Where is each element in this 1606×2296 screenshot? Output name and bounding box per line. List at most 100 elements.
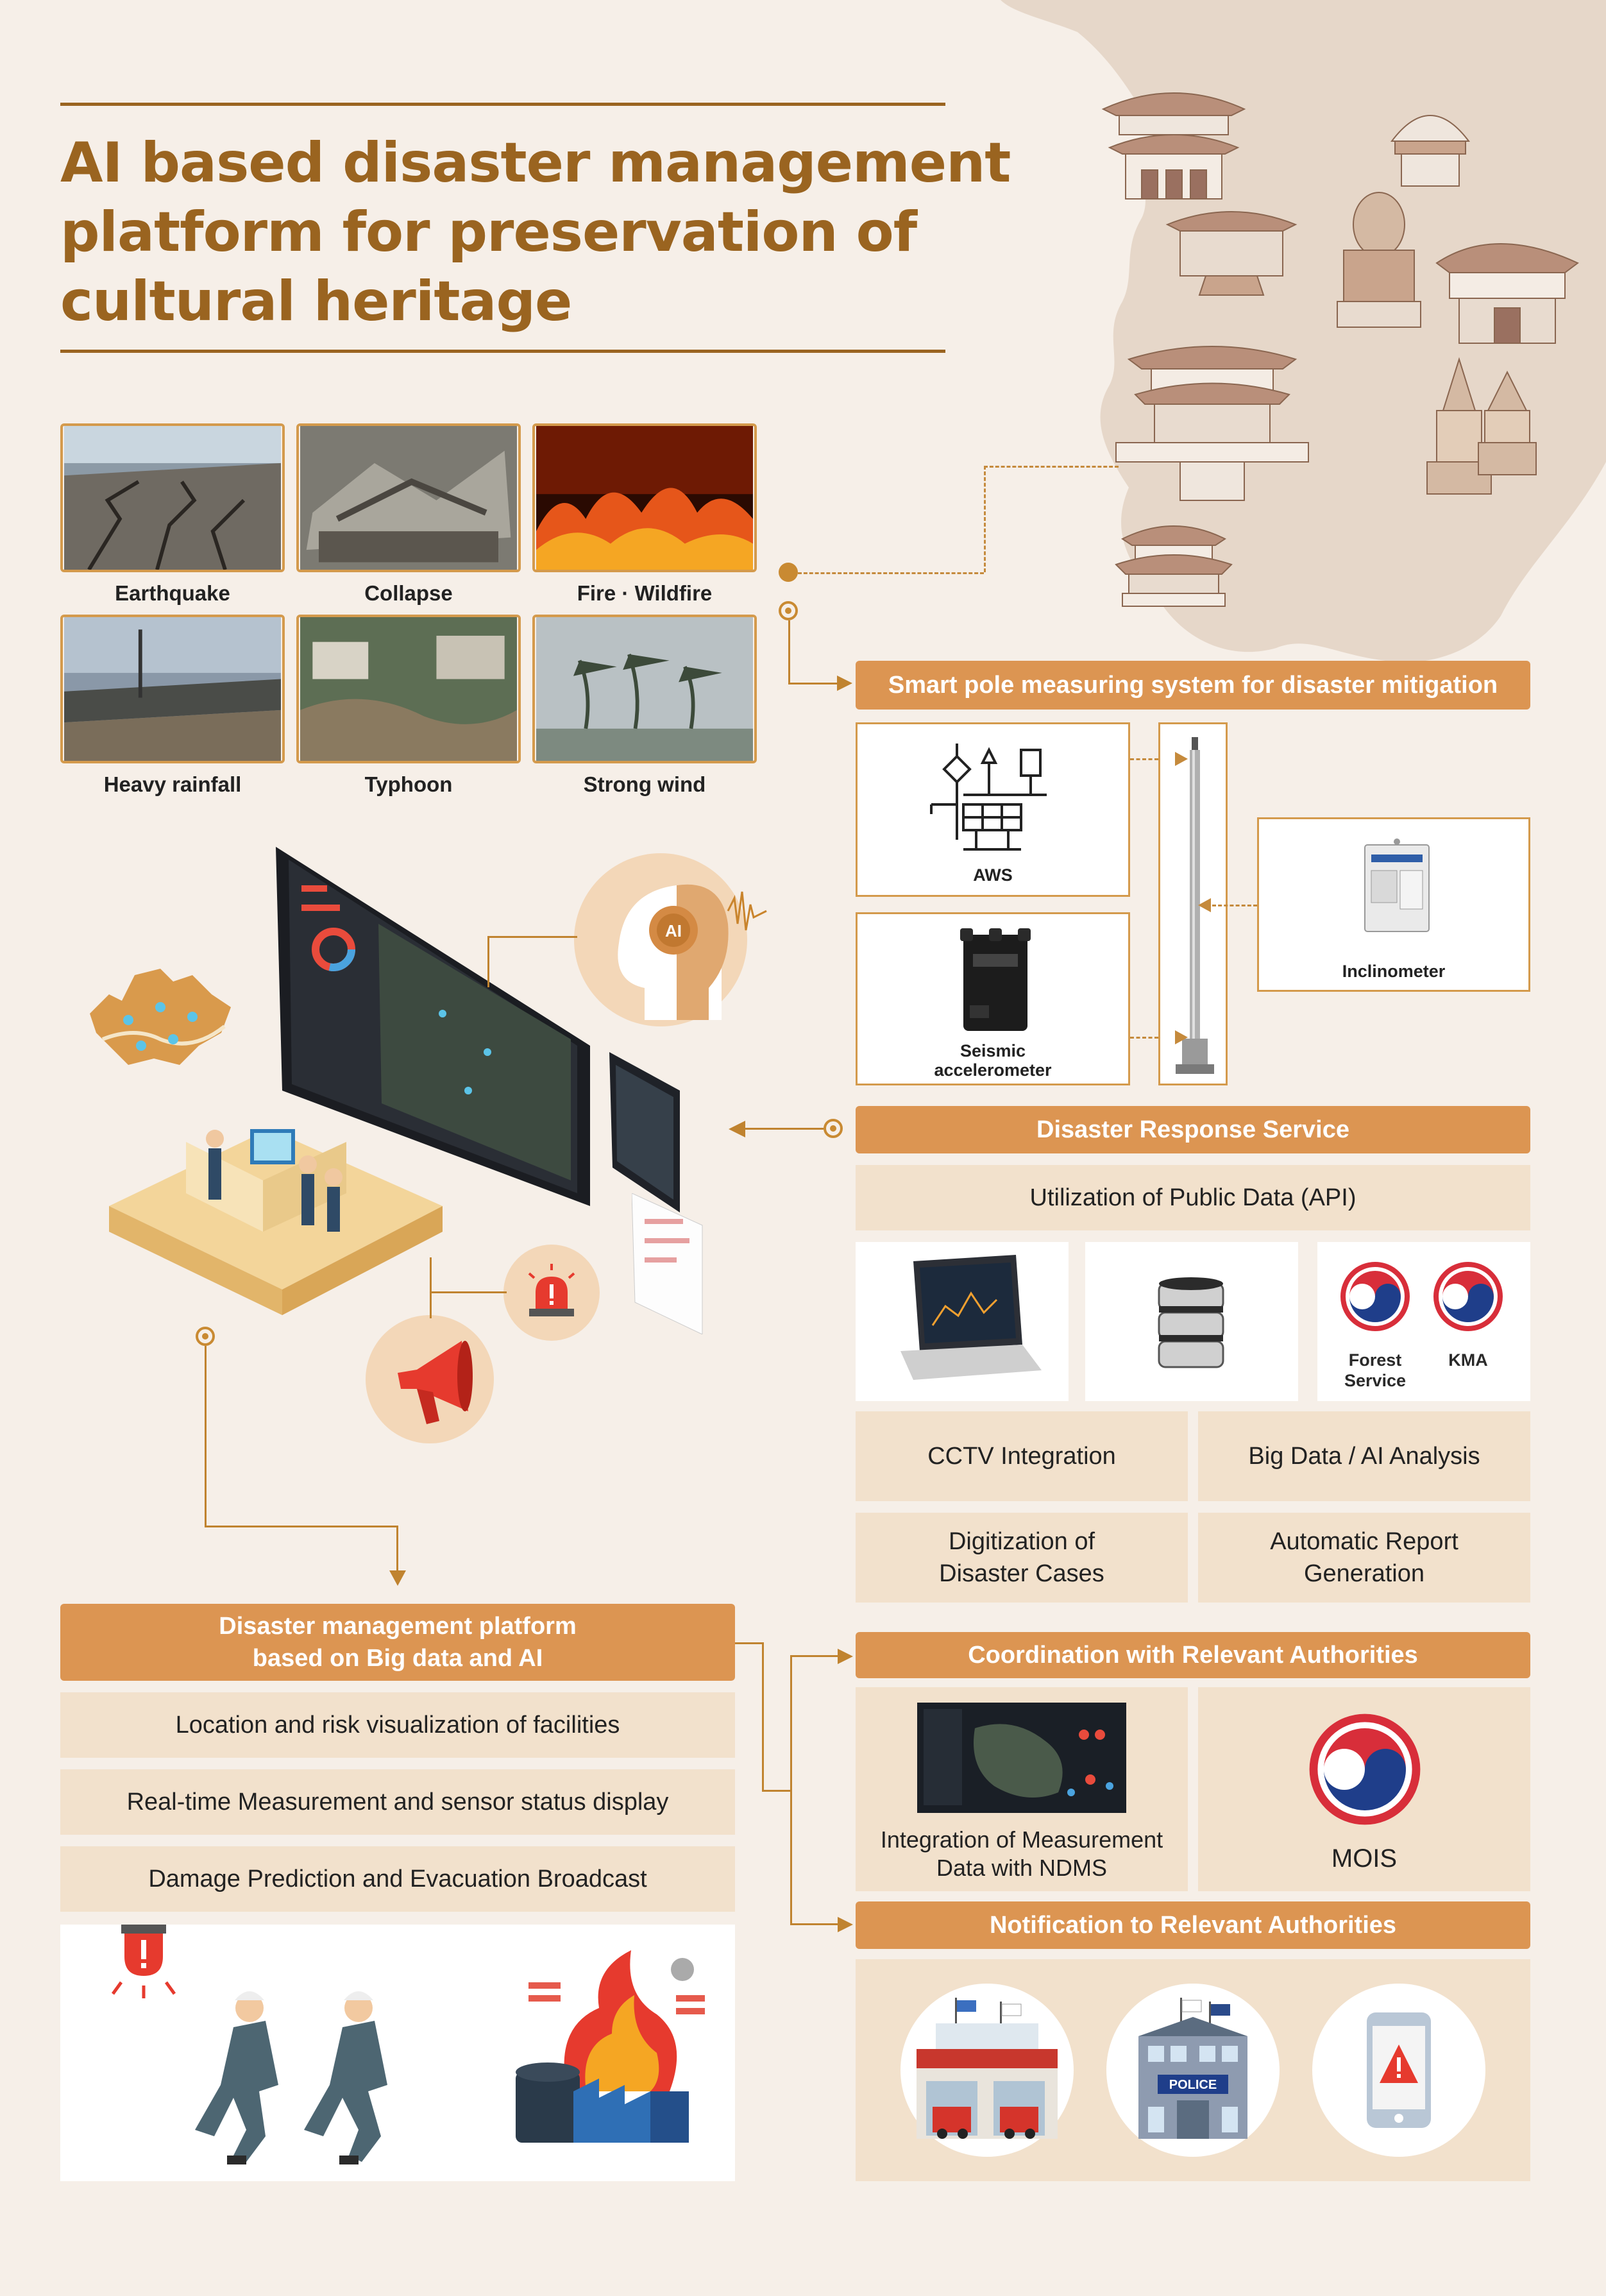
collapse-photo: [296, 423, 521, 572]
public-data-tile: Utilization of Public Data (API): [856, 1165, 1530, 1230]
inclinometer-to-pole-arrowhead: [1198, 898, 1211, 912]
seismic-label-2: accelerometer: [934, 1060, 1052, 1080]
aws-label: AWS: [973, 865, 1013, 885]
platform-item-realtime: Real-time Measurement and sensor status …: [60, 1769, 735, 1835]
connector-dot-photos: [779, 563, 798, 582]
evacuation-illustration-panel: [60, 1925, 735, 2181]
title-rule-bottom: [60, 350, 945, 353]
earthquake-photo: [60, 423, 285, 572]
title-line-3: cultural heritage: [60, 269, 572, 334]
platform-header: Disaster management platform based on Bi…: [60, 1604, 735, 1681]
earthquake-label: Earthquake: [115, 581, 230, 605]
fire-station-icon: [917, 1998, 1058, 2139]
taegeuk-emblem-kma: [1433, 1262, 1503, 1331]
arrow-to-smart-pole: [837, 676, 852, 691]
typhoon-photo: [296, 615, 521, 763]
strong-wind-photo: [532, 615, 757, 763]
platform-item-location: Location and risk visualization of facil…: [60, 1692, 735, 1758]
dashboard-screen-report: [632, 1193, 703, 1334]
coordination-header: Coordination with Relevant Authorities: [856, 1632, 1530, 1678]
inclinometer-box: Inclinometer: [1257, 817, 1530, 992]
alarm-connector-v: [430, 1257, 432, 1318]
siren-icon: [528, 1264, 575, 1316]
kma-label: KMA: [1448, 1350, 1488, 1370]
forest-label-2: Service: [1344, 1371, 1407, 1390]
smart-pole-header: Smart pole measuring system for disaster…: [856, 661, 1530, 710]
mois-tile: MOIS: [1198, 1687, 1530, 1891]
coord-branch-h: [790, 1655, 839, 1657]
ai-connector-v: [487, 936, 489, 987]
line-to-smart-pole-h: [788, 683, 840, 685]
heavy-rainfall-photo: [60, 615, 285, 763]
aws-to-pole-connector: [1130, 758, 1158, 760]
ai-connector-h: [487, 936, 577, 938]
page-title: AI based disaster management platform fo…: [60, 128, 1011, 336]
connector-photos-map-v: [984, 466, 986, 572]
arrow-to-platform: [389, 1570, 406, 1586]
aws-station-icon: [930, 744, 1047, 851]
title-rule-top: [60, 103, 945, 106]
arrow-to-notification: [838, 1917, 853, 1932]
database-card: [1085, 1242, 1298, 1401]
laptop-icon: [900, 1255, 1042, 1380]
forest-service-label: Forest Service: [1330, 1350, 1420, 1391]
connector-ring-smart-pole: [779, 601, 798, 620]
notification-header: Notification to Relevant Authorities: [856, 1901, 1530, 1949]
bigdata-tile: Big Data / AI Analysis: [1198, 1411, 1530, 1501]
database-icon: [1158, 1277, 1224, 1368]
arrow-to-coordination: [838, 1649, 853, 1664]
report-line-2: Generation: [1303, 1560, 1424, 1587]
line-to-platform-v2: [396, 1526, 398, 1572]
seismic-label-1: Seismic: [959, 1041, 1026, 1060]
notify-branch-h: [790, 1923, 839, 1925]
ai-head-icon: AI: [618, 884, 767, 1020]
arrow-to-center: [729, 1121, 745, 1137]
notification-panel: POLICE: [856, 1959, 1530, 2181]
response-service-header: Disaster Response Service: [856, 1106, 1530, 1153]
title-line-2: platform for preservation of: [60, 200, 917, 264]
wildfire-label: Fire · Wildfire: [577, 581, 713, 605]
line-to-platform-h: [205, 1526, 397, 1527]
taegeuk-emblem-forest: [1340, 1262, 1410, 1331]
coord-branch-v: [790, 1655, 792, 1925]
connector-ring-response: [824, 1119, 843, 1138]
line-to-smart-pole-v: [788, 620, 790, 684]
seismic-to-pole-connector: [1130, 1037, 1158, 1039]
digitization-line-1: Digitization of: [948, 1528, 1095, 1555]
typhoon-label: Typhoon: [364, 772, 453, 796]
dashboard-screen-small: [609, 1052, 680, 1212]
ndms-dashboard-thumbnail: [917, 1703, 1126, 1813]
ndms-label-line-2: Data with NDMS: [936, 1855, 1108, 1881]
platform-connector-h1: [735, 1642, 763, 1644]
line-to-platform-v1: [205, 1346, 207, 1527]
digitization-tile: Digitization of Disaster Cases: [856, 1513, 1188, 1603]
inclinometer-device-icon: [1364, 838, 1430, 932]
control-room-illustration: [109, 1129, 443, 1315]
platform-connector-v: [762, 1642, 764, 1790]
smart-pole-icon: [1176, 737, 1214, 1074]
report-line-1: Automatic Report: [1270, 1528, 1458, 1555]
seismic-accelerometer-device-icon: [960, 928, 1031, 1031]
police-sign-label: POLICE: [1169, 2078, 1217, 2092]
platform-connector-h2: [762, 1790, 791, 1792]
heavy-rainfall-label: Heavy rainfall: [103, 772, 242, 796]
inclinometer-label: Inclinometer: [1342, 962, 1446, 981]
smart-pole-box: [1158, 722, 1228, 1085]
seoul-map-icon: [90, 969, 231, 1065]
seismic-accelerometer-box: Seismic accelerometer: [856, 912, 1130, 1085]
forest-label-1: Forest: [1348, 1350, 1402, 1370]
platform-header-line-1: Disaster management platform: [219, 1613, 577, 1640]
cctv-tile: CCTV Integration: [856, 1411, 1188, 1501]
ndms-label: Integration of Measurement Data with NDM…: [856, 1826, 1188, 1882]
alarm-bell-icon: [111, 1925, 176, 1998]
aws-to-pole-arrowhead: [1175, 752, 1188, 766]
ndms-label-line-1: Integration of Measurement: [880, 1826, 1163, 1853]
alarm-connector-h: [430, 1291, 507, 1293]
police-station-icon: POLICE: [1138, 1998, 1247, 2139]
agencies-card: Forest Service KMA: [1317, 1242, 1530, 1401]
connector-photos-map-h: [798, 572, 984, 574]
connector-map-h: [984, 466, 1119, 468]
svg-text:AI: AI: [665, 921, 682, 940]
laptop-card: [856, 1242, 1069, 1401]
strong-wind-label: Strong wind: [583, 772, 706, 796]
